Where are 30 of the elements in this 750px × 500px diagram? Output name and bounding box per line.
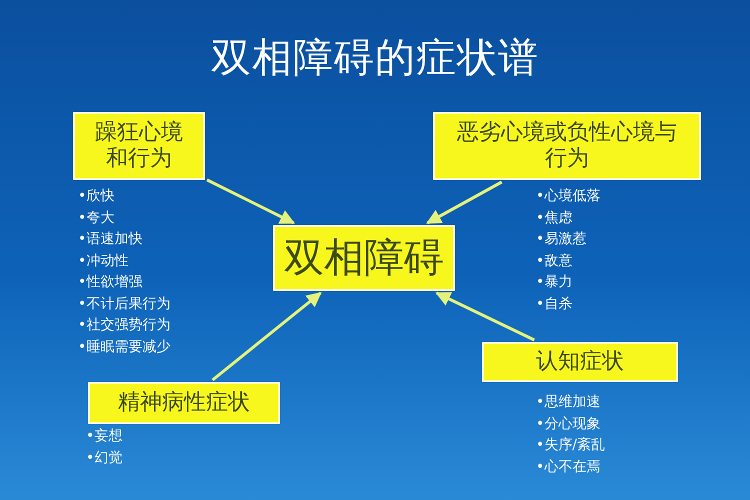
symptom-item: •失序/紊乱 <box>536 436 605 455</box>
symptom-item: •分心现象 <box>536 414 602 434</box>
arrow <box>212 292 322 382</box>
symptom-item: •社交强势行为 <box>78 316 170 335</box>
symptom-box: 躁狂心境和行为 <box>73 112 205 180</box>
symptom-box: 认知症状 <box>482 342 678 382</box>
symptom-box: 恶劣心境或负性心境与行为 <box>433 112 701 180</box>
symptom-item: •语速加快 <box>78 230 144 249</box>
symptom-item: •思维加速 <box>536 393 602 412</box>
symptom-item: •自杀 <box>536 294 574 314</box>
symptom-item: •冲动性 <box>78 252 130 270</box>
title: 双相障碍的症状谱 <box>210 34 540 83</box>
symptom-item: •敌意 <box>536 252 574 270</box>
symptom-item: •不计后果行为 <box>78 294 170 314</box>
symptom-item: •夸大 <box>78 208 116 228</box>
symptom-item: •欣快 <box>78 187 116 206</box>
arrow <box>435 292 535 342</box>
symptom-item: •易激惹 <box>536 230 588 249</box>
symptom-item: •焦虑 <box>536 208 574 228</box>
symptom-box: 精神病性症状 <box>88 382 280 424</box>
symptom-item: •心境低落 <box>536 187 600 206</box>
arrow <box>426 180 502 224</box>
symptom-item: •妄想 <box>86 427 122 446</box>
symptom-item: •幻觉 <box>86 448 122 468</box>
symptom-item: •心不在焉 <box>536 458 602 476</box>
symptom-item: •暴力 <box>536 273 574 292</box>
symptom-item: •睡眠需要减少 <box>78 338 170 356</box>
symptom-box: 双相障碍 <box>273 225 455 291</box>
symptom-item: •性欲增强 <box>78 273 144 292</box>
arrow <box>206 178 296 224</box>
